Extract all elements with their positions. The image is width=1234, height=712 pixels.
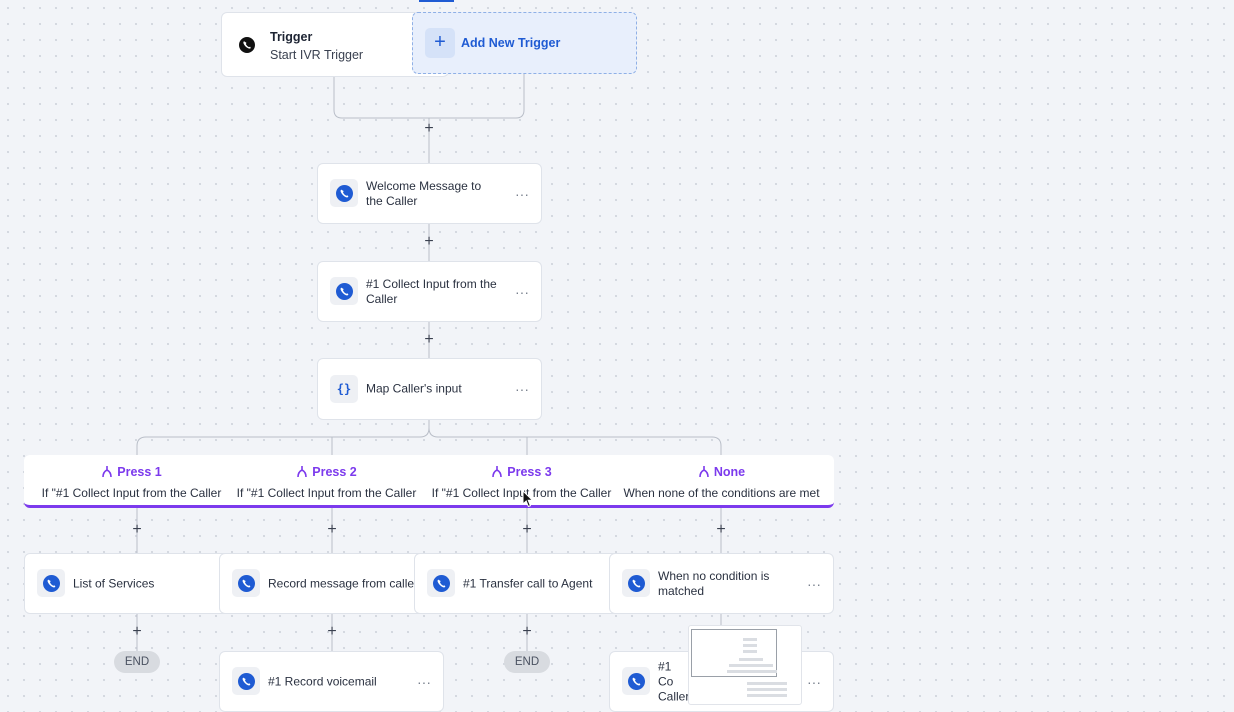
phone-call-icon xyxy=(37,569,65,597)
add-step-button[interactable]: + xyxy=(327,521,337,538)
end-marker: END xyxy=(114,651,160,673)
add-new-trigger-button[interactable]: + Add New Trigger xyxy=(412,12,637,74)
branch-subtitle: When none of the conditions are met xyxy=(623,486,820,500)
branch-press-1[interactable]: Press 1 If "#1 Collect Input from the Ca… xyxy=(34,455,229,505)
branch-title: Press 3 xyxy=(507,465,552,479)
add-step-button[interactable]: + xyxy=(424,120,434,137)
node-record-message[interactable]: Record message from caller xyxy=(219,553,444,614)
node-map-input[interactable]: {} Map Caller's input ··· xyxy=(317,358,542,420)
node-label: When no condition is matched xyxy=(658,568,770,598)
branch-subtitle: If "#1 Collect Input from the Caller xyxy=(41,486,222,500)
more-options-icon[interactable]: ··· xyxy=(515,185,529,202)
minimap[interactable] xyxy=(688,625,802,705)
node-list-of-services[interactable]: List of Services xyxy=(24,553,249,614)
branch-subtitle: If "#1 Collect Input from the Caller xyxy=(431,486,612,500)
node-label: Map Caller's input xyxy=(366,381,462,396)
trigger-card[interactable]: Trigger Start IVR Trigger xyxy=(221,12,449,77)
add-step-button[interactable]: + xyxy=(132,623,142,640)
more-options-icon[interactable]: ··· xyxy=(515,381,529,397)
branch-conditions: Press 1 If "#1 Collect Input from the Ca… xyxy=(24,455,834,508)
phone-icon xyxy=(238,36,256,54)
branch-icon xyxy=(102,466,113,478)
more-options-icon[interactable]: ··· xyxy=(807,674,821,690)
node-welcome-message[interactable]: Welcome Message to the Caller ··· xyxy=(317,163,542,224)
plus-icon: + xyxy=(425,28,455,58)
branch-title: Press 1 xyxy=(117,465,162,479)
node-label: Record message from caller xyxy=(268,576,419,590)
braces-icon: {} xyxy=(330,375,358,403)
add-step-button[interactable]: + xyxy=(424,331,434,348)
phone-call-icon xyxy=(622,569,650,597)
node-label: Welcome Message to the Caller xyxy=(366,178,482,208)
branch-none[interactable]: None When none of the conditions are met xyxy=(619,455,824,505)
more-options-icon[interactable]: ··· xyxy=(417,674,431,690)
active-tab-indicator xyxy=(419,0,454,2)
minimap-viewport[interactable] xyxy=(691,629,777,677)
phone-call-icon xyxy=(622,667,650,695)
more-options-icon[interactable]: ··· xyxy=(807,575,821,592)
add-trigger-label: Add New Trigger xyxy=(461,36,561,50)
phone-call-icon xyxy=(427,569,455,597)
branch-title: None xyxy=(713,465,746,479)
branch-icon xyxy=(297,466,308,478)
add-step-button[interactable]: + xyxy=(327,623,337,640)
trigger-title: Trigger xyxy=(270,30,313,44)
phone-call-icon xyxy=(330,277,358,305)
trigger-subtitle: Start IVR Trigger xyxy=(270,48,364,62)
node-transfer-call[interactable]: #1 Transfer call to Agent xyxy=(414,553,639,614)
add-step-button[interactable]: + xyxy=(522,521,532,538)
branch-icon xyxy=(492,466,503,478)
add-step-button[interactable]: + xyxy=(132,521,142,538)
add-step-button[interactable]: + xyxy=(522,623,532,640)
branch-icon xyxy=(699,466,709,478)
phone-call-icon xyxy=(232,569,260,597)
phone-call-icon xyxy=(330,179,358,207)
more-options-icon[interactable]: ··· xyxy=(515,283,529,300)
branch-title: Press 2 xyxy=(312,465,357,479)
node-label: #1 Co Caller xyxy=(658,659,690,704)
node-no-condition[interactable]: When no condition is matched ··· xyxy=(609,553,834,614)
node-label: #1 Collect Input from the Caller xyxy=(366,276,497,306)
add-step-button[interactable]: + xyxy=(424,233,434,250)
branch-press-3[interactable]: Press 3 If "#1 Collect Input from the Ca… xyxy=(424,455,619,505)
end-marker: END xyxy=(504,651,550,673)
branch-press-2[interactable]: Press 2 If "#1 Collect Input from the Ca… xyxy=(229,455,424,505)
branch-subtitle: If "#1 Collect Input from the Caller xyxy=(236,486,417,500)
node-record-voicemail[interactable]: #1 Record voicemail ··· xyxy=(219,651,444,712)
node-label: #1 Transfer call to Agent xyxy=(463,576,593,590)
node-collect-input[interactable]: #1 Collect Input from the Caller ··· xyxy=(317,261,542,322)
mouse-cursor-icon xyxy=(522,490,534,508)
node-label: #1 Record voicemail xyxy=(268,674,377,689)
node-label: List of Services xyxy=(73,576,155,590)
phone-call-icon xyxy=(232,667,260,695)
add-step-button[interactable]: + xyxy=(716,521,726,538)
